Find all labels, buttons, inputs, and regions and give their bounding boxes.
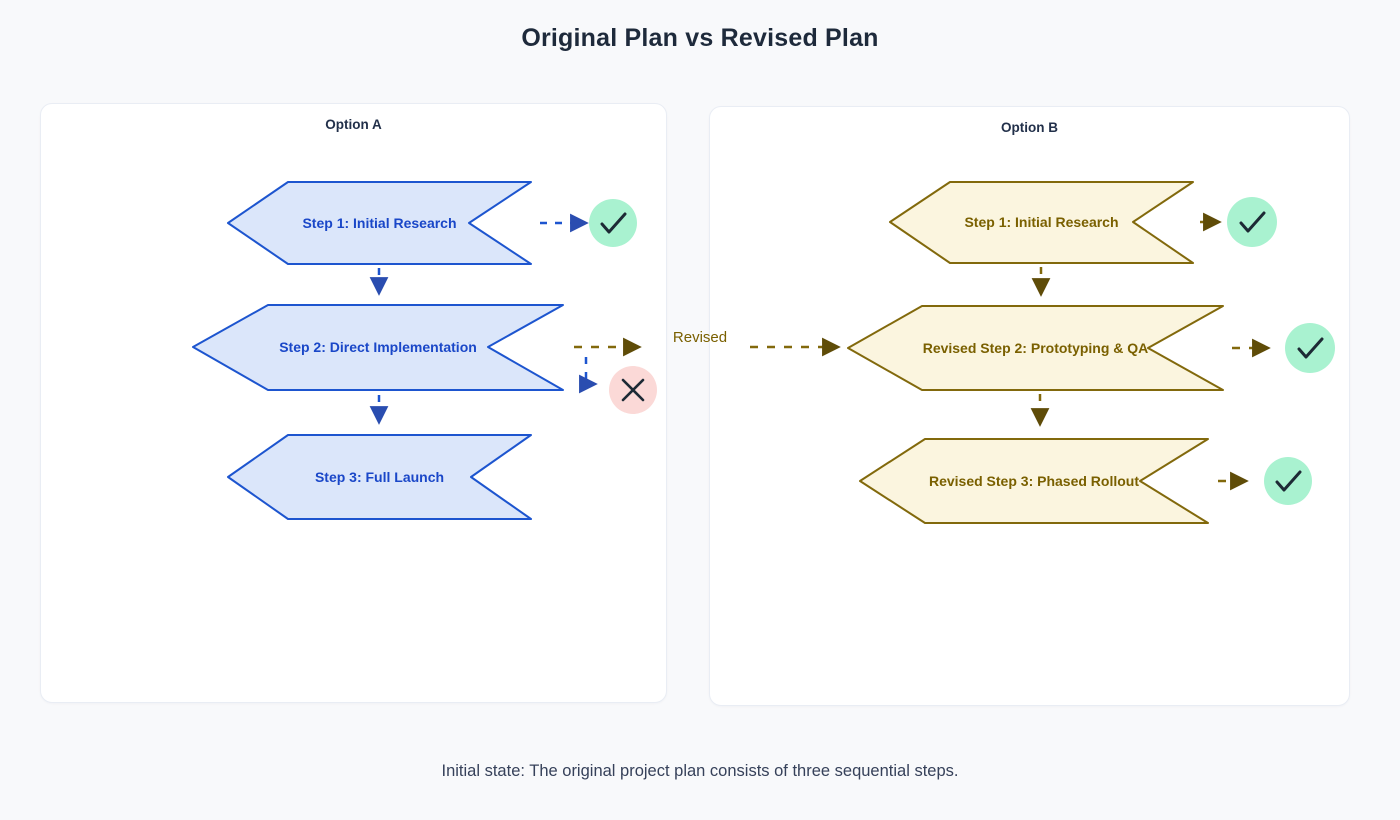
panel-title-option-a: Option A bbox=[325, 117, 382, 132]
panel-title-option-b: Option B bbox=[1001, 120, 1058, 135]
panel-option-a bbox=[40, 103, 667, 703]
panel-option-b bbox=[709, 106, 1350, 706]
caption-text: Initial state: The original project plan… bbox=[441, 762, 959, 780]
revised-edge-label: Revised bbox=[672, 329, 728, 346]
page-title: Original Plan vs Revised Plan bbox=[521, 24, 879, 52]
